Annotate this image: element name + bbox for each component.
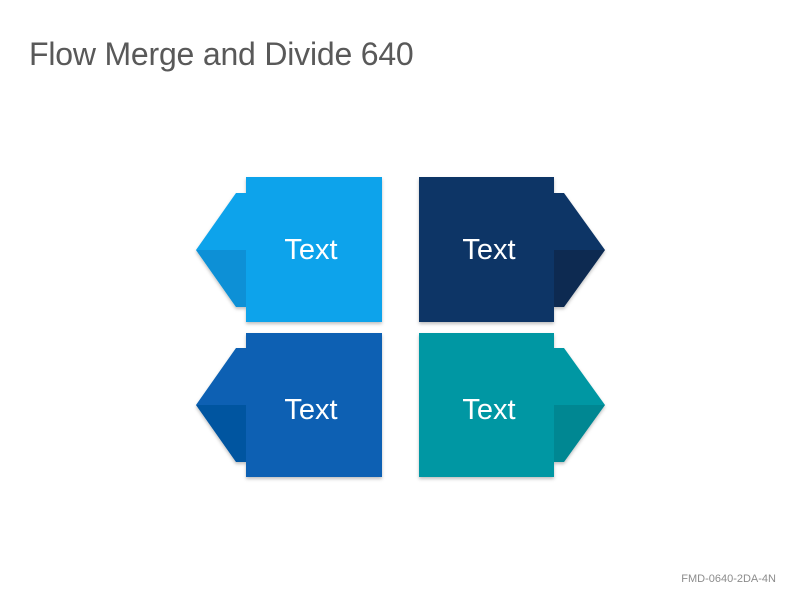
flow-shape-top-left[interactable]: Text [196,177,382,322]
shape-top-right-label: Text [462,234,515,266]
flow-shape-bottom-left[interactable]: Text [196,333,382,477]
shape-bottom-left-arrow-shade [196,405,246,462]
shape-top-left-arrow-shade [196,250,246,307]
shape-bottom-left-label: Text [284,394,337,426]
slide-title: Flow Merge and Divide 640 [29,36,414,72]
shape-bottom-right-arrow-shade [554,405,605,462]
footer-code: FMD-0640-2DA-4N [681,573,776,585]
flow-shape-bottom-right[interactable]: Text [419,333,605,477]
shape-top-right-arrow-shade [554,250,605,307]
shape-top-left-label: Text [284,234,337,266]
flow-shape-top-right[interactable]: Text [419,177,605,322]
shape-bottom-right-label: Text [462,394,515,426]
